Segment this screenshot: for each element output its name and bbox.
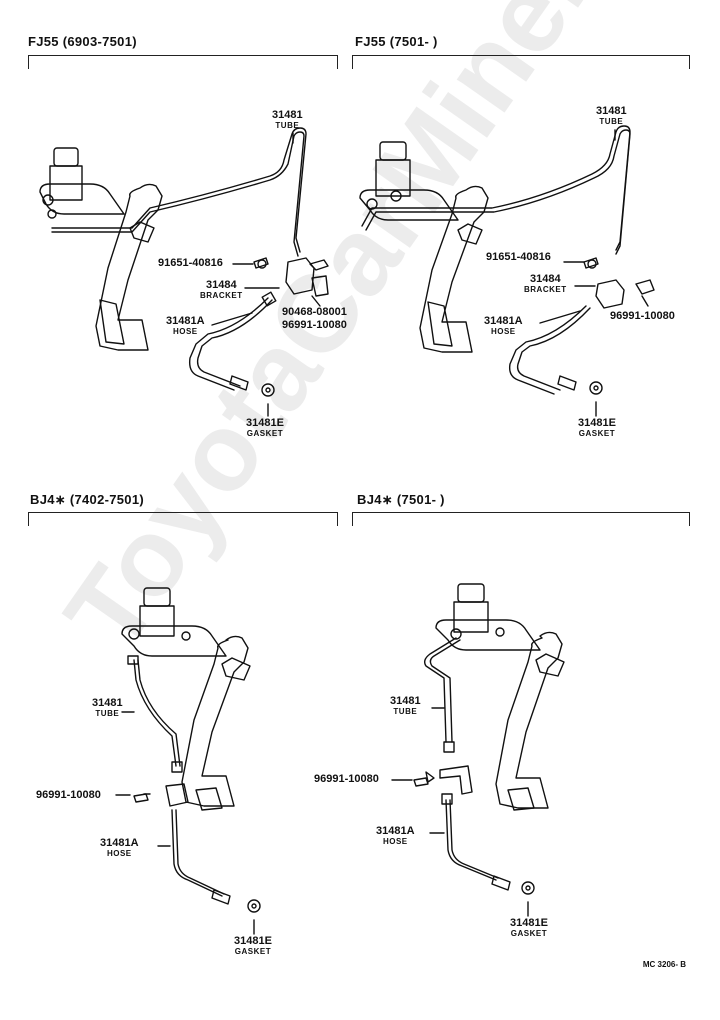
panel-bracket-tick — [337, 55, 338, 69]
hose-line — [445, 799, 497, 881]
callout-clip-upper: 90468-08001 — [282, 306, 347, 318]
figure-code: MC 3206- B — [642, 960, 686, 969]
callout-bolt: 91651-40816 — [158, 257, 223, 269]
callout-clip: 96991-10080 — [36, 789, 101, 801]
callout-bracket: 31484 BRACKET — [200, 279, 243, 300]
panel-bracket — [352, 512, 690, 513]
panel-bracket-tick — [337, 512, 338, 526]
panel-title-bj4-late: BJ4∗ (7501- ) — [357, 492, 445, 507]
callout-gasket: 31481E GASKET — [234, 935, 272, 956]
clutch-pedal — [495, 631, 565, 811]
master-cylinder — [435, 583, 541, 651]
callout-tube: 31481 TUBE — [92, 697, 123, 718]
clutch-pedal — [181, 635, 251, 811]
bracket-shape — [285, 257, 315, 295]
panel-title-fj55-early: FJ55 (6903-7501) — [28, 34, 137, 49]
callout-bolt: 91651-40816 — [486, 251, 551, 263]
tube-line — [133, 659, 177, 767]
bracket-shape — [165, 783, 189, 807]
panel-bracket — [352, 55, 690, 56]
bj4-early-assembly — [115, 587, 261, 935]
fj55-early-assembly — [39, 127, 329, 417]
master-cylinder — [39, 147, 125, 219]
hose-line — [188, 297, 269, 391]
panel-bracket-tick — [352, 55, 353, 69]
master-cylinder — [121, 587, 227, 657]
panel-bracket — [28, 55, 338, 56]
panel-title-fj55-late: FJ55 (7501- ) — [355, 34, 438, 49]
panel-bracket-tick — [28, 55, 29, 69]
gasket-ring — [521, 881, 535, 895]
callout-gasket: 31481E GASKET — [510, 917, 548, 938]
tube-line — [51, 127, 307, 253]
bracket-shape — [595, 279, 625, 309]
callout-hose: 31481A HOSE — [166, 315, 205, 336]
callout-tube: 31481 TUBE — [596, 105, 627, 126]
callout-hose: 31481A HOSE — [100, 837, 139, 858]
panel-bracket-tick — [689, 512, 690, 526]
tube-line — [423, 637, 457, 743]
bracket-shape — [439, 765, 473, 795]
callout-hose: 31481A HOSE — [376, 825, 415, 846]
hose-line — [508, 305, 587, 395]
callout-clip: 96991-10080 — [314, 773, 379, 785]
clutch-pedal — [419, 185, 489, 353]
tube-line — [361, 125, 631, 251]
gasket-ring — [261, 383, 275, 397]
bj4-late-assembly — [391, 583, 565, 917]
clutch-pedal — [95, 183, 163, 351]
gasket-ring — [589, 381, 603, 395]
panel-title-bj4-early: BJ4∗ (7402-7501) — [30, 492, 144, 507]
callout-bracket: 31484 BRACKET — [524, 273, 567, 294]
callout-clip: 96991-10080 — [282, 319, 347, 331]
fj55-late-assembly — [359, 125, 655, 417]
callout-hose: 31481A HOSE — [484, 315, 523, 336]
hose-line — [171, 809, 223, 897]
callout-tube: 31481 TUBE — [390, 695, 421, 716]
panel-bracket — [28, 512, 338, 513]
callout-gasket: 31481E GASKET — [578, 417, 616, 438]
panel-bracket-tick — [28, 512, 29, 526]
panel-bracket-tick — [352, 512, 353, 526]
callout-tube: 31481 TUBE — [272, 109, 303, 130]
panel-bracket-tick — [689, 55, 690, 69]
callout-clip: 96991-10080 — [610, 310, 675, 322]
callout-gasket: 31481E GASKET — [246, 417, 284, 438]
gasket-ring — [247, 899, 261, 913]
